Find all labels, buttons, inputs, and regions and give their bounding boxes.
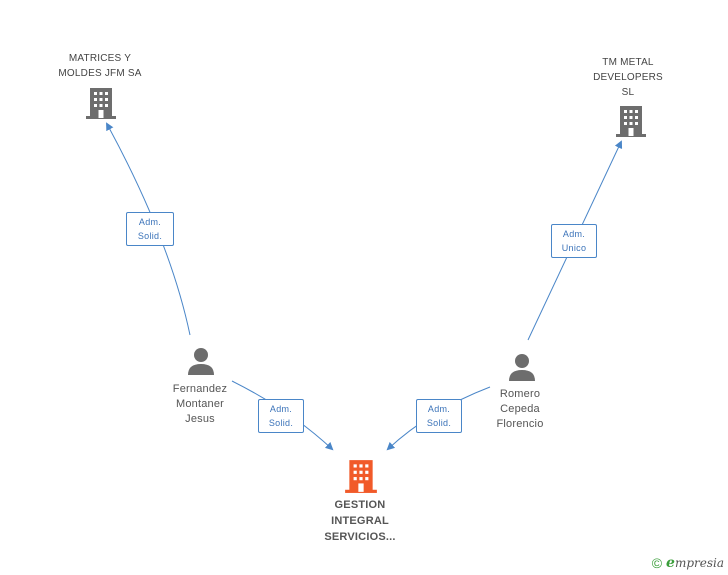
focus-company-label[interactable]: GESTION INTEGRAL SERVICIOS... — [305, 497, 415, 545]
company-name-line: MATRICES Y — [68, 53, 132, 64]
person-label-romero[interactable]: Romero Cepeda Florencio — [470, 387, 570, 432]
role-text: Solid. — [426, 418, 452, 428]
person-name-line: Jesus — [185, 413, 215, 425]
company-name-line: DEVELOPERS — [593, 72, 663, 83]
edge-label-romero-gestion[interactable]: Adm. Solid. — [416, 399, 462, 433]
person-name-line: Cepeda — [500, 403, 540, 415]
building-icon[interactable] — [85, 86, 117, 120]
company-name-line: TM METAL — [602, 57, 654, 68]
building-icon[interactable] — [615, 104, 647, 138]
brand-footer: © empresia — [652, 555, 724, 571]
edge-label-fernandez-gestion[interactable]: Adm. Solid. — [258, 399, 304, 433]
building-icon-focus[interactable] — [344, 458, 378, 494]
company-name-line: INTEGRAL — [331, 515, 389, 527]
company-label-matrices[interactable]: MATRICES Y MOLDES JFM SA — [40, 51, 160, 81]
company-name-line: SERVICIOS... — [324, 531, 396, 543]
role-text: Adm. — [427, 404, 451, 414]
brand-initial: e — [666, 555, 675, 571]
role-text: Solid. — [137, 231, 163, 241]
brand-logo: empresia — [666, 555, 724, 571]
edge-label-fernandez-matrices[interactable]: Adm. Solid. — [126, 212, 174, 246]
brand-text: mpresia — [674, 556, 724, 570]
role-text: Adm. — [562, 229, 586, 239]
company-label-tm-metal[interactable]: TM METAL DEVELOPERS SL — [568, 55, 688, 100]
company-name-line: MOLDES JFM SA — [58, 68, 142, 79]
role-text: Solid. — [268, 418, 294, 428]
person-name-line: Fernandez — [172, 383, 228, 395]
copyright-icon: © — [651, 555, 663, 571]
person-label-fernandez[interactable]: Fernandez Montaner Jesus — [150, 382, 250, 427]
person-name-line: Florencio — [496, 418, 544, 430]
company-name-line: SL — [621, 87, 635, 98]
role-text: Adm. — [138, 217, 162, 227]
role-text: Unico — [561, 243, 587, 253]
person-name-line: Romero — [499, 388, 541, 400]
person-name-line: Montaner — [175, 398, 225, 410]
person-icon[interactable] — [507, 352, 537, 382]
edge-label-romero-tm[interactable]: Adm. Unico — [551, 224, 597, 258]
company-name-line: GESTION — [334, 499, 386, 511]
person-icon[interactable] — [186, 346, 216, 376]
role-text: Adm. — [269, 404, 293, 414]
